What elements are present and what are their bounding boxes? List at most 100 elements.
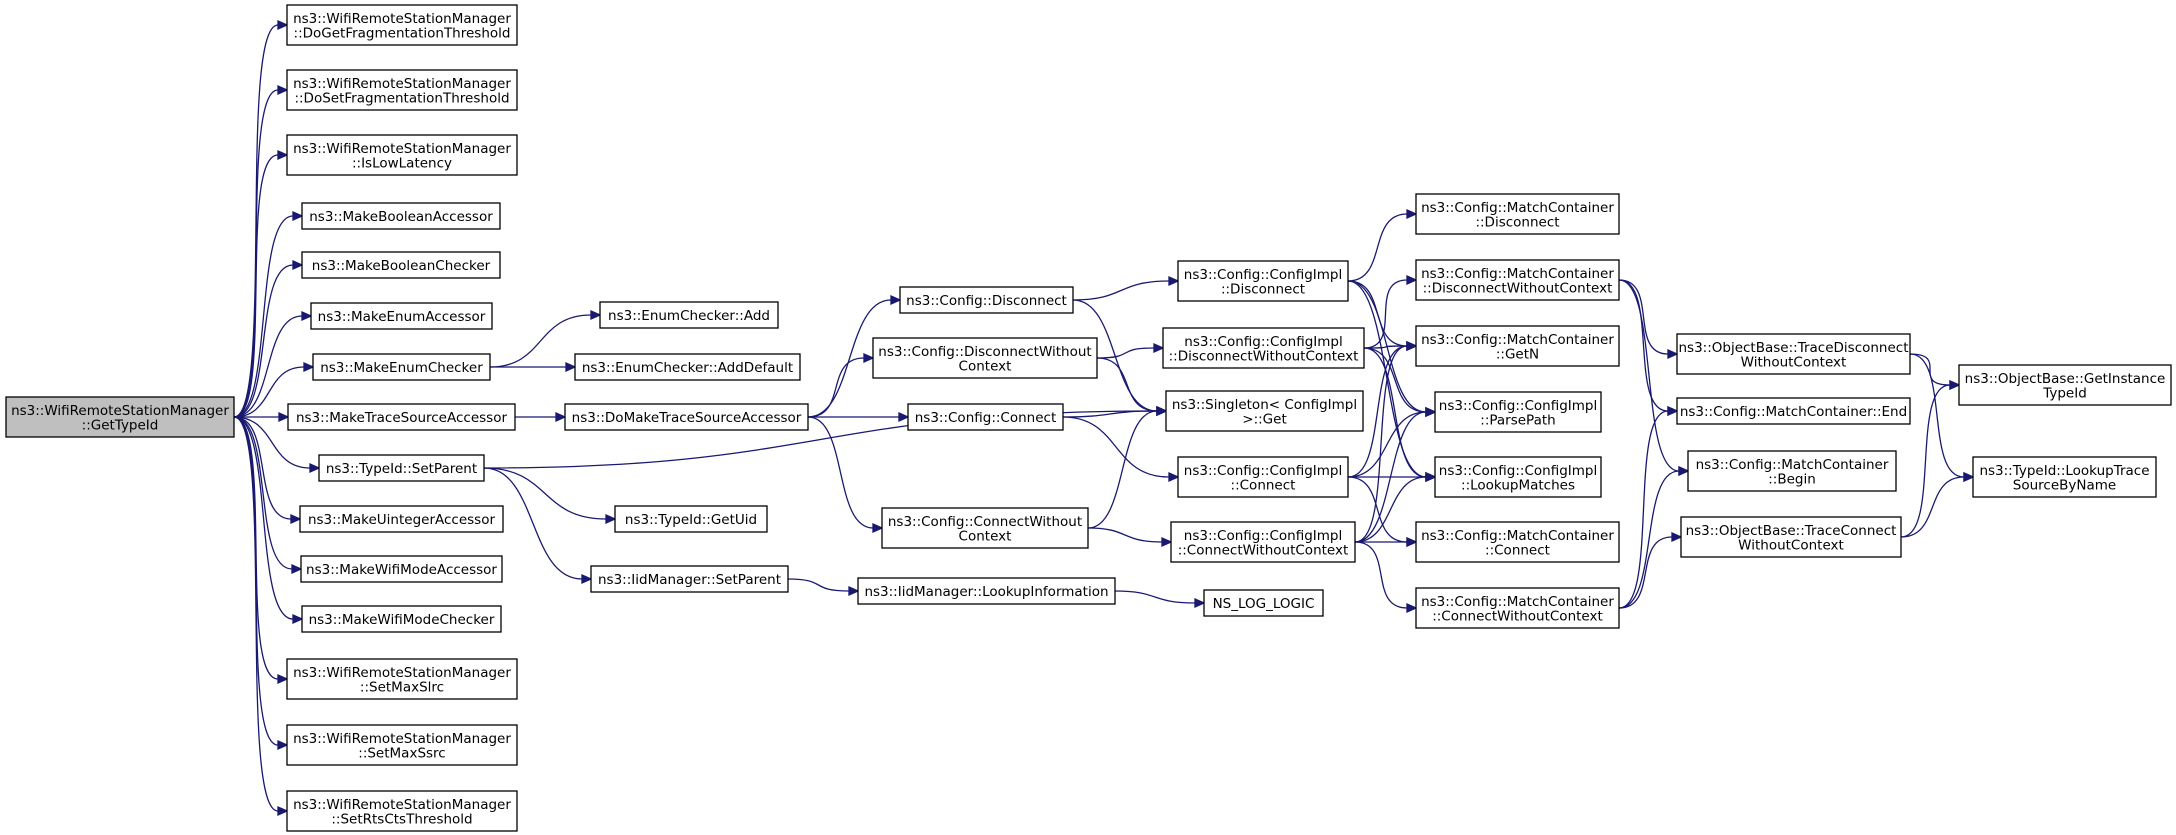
edge-gettypeid-to-makeenumchk [233, 361, 315, 418]
node-cfgdisconnect[interactable]: ns3::Config::Disconnect [899, 286, 1074, 314]
node-maketrace[interactable]: ns3::MakeTraceSourceAccessor [287, 403, 516, 431]
node-box [1687, 450, 1897, 492]
node-dogetfrag[interactable]: ns3::WifiRemoteStationManager::DoGetFrag… [286, 4, 518, 46]
node-box [1415, 521, 1620, 563]
node-box [614, 505, 768, 533]
node-obtraceconn[interactable]: ns3::ObjectBase::TraceConnectWithoutCont… [1680, 516, 1902, 558]
node-mcconnwo[interactable]: ns3::Config::MatchContainer::ConnectWith… [1415, 587, 1620, 629]
node-box [857, 577, 1116, 605]
node-mcgetn[interactable]: ns3::Config::MatchContainer::GetN [1415, 325, 1620, 367]
node-box [300, 555, 503, 583]
node-obtracedisc[interactable]: ns3::ObjectBase::TraceDisconnectWithoutC… [1676, 333, 1911, 375]
node-box [1415, 325, 1620, 367]
node-setmaxssrc[interactable]: ns3::WifiRemoteStationManager::SetMaxSsr… [286, 724, 518, 766]
node-dosetfrag[interactable]: ns3::WifiRemoteStationManager::DoSetFrag… [286, 69, 518, 111]
node-label-line: ::ParsePath [1480, 412, 1555, 428]
node-box [1434, 391, 1602, 433]
edge-mcdiscwo-to-mcend [1618, 279, 1679, 417]
node-label-line: ns3::MakeWifiModeChecker [309, 612, 495, 628]
node-mcdiscwo[interactable]: ns3::Config::MatchContainer::DisconnectW… [1415, 259, 1620, 301]
node-label-line: ns3::Config::MatchContainer [1421, 332, 1614, 348]
node-box [1170, 521, 1356, 563]
node-mcdisc[interactable]: ns3::Config::MatchContainer::Disconnect [1415, 193, 1620, 235]
node-makeuint[interactable]: ns3::MakeUintegerAccessor [299, 505, 504, 533]
node-label-line: ns3::Config::Disconnect [906, 293, 1067, 309]
node-box [5, 396, 235, 438]
node-mcend[interactable]: ns3::Config::MatchContainer::End [1676, 397, 1911, 425]
node-cimpldiscwo[interactable]: ns3::Config::ConfigImpl::DisconnectWitho… [1162, 327, 1365, 369]
node-box [318, 454, 485, 482]
edge-cimplconnwo-to-cimpllookup [1354, 471, 1437, 543]
node-label-line: WithoutContext [1738, 537, 1844, 553]
node-label-line: ns3::MakeTraceSourceAccessor [296, 410, 507, 426]
node-cimplparse[interactable]: ns3::Config::ConfigImpl::ParsePath [1434, 391, 1602, 433]
node-label-line: ns3::Config::MatchContainer [1421, 266, 1614, 282]
node-makeenumchk[interactable]: ns3::MakeEnumChecker [312, 353, 491, 381]
node-setparent[interactable]: ns3::TypeId::SetParent [318, 454, 485, 482]
node-box [590, 565, 789, 593]
node-label-line: ns3::MakeWifiModeAccessor [306, 562, 497, 578]
edge-domaketrace-to-cfgconnwo [807, 416, 884, 534]
edge-gettypeid-to-dosetfrag [233, 84, 289, 418]
node-label-line: ::IsLowLatency [352, 155, 452, 171]
node-makeboolacc[interactable]: ns3::MakeBooleanAccessor [301, 202, 501, 230]
node-cfgdiscwo[interactable]: ns3::Config::DisconnectWithoutContext [872, 337, 1098, 379]
edge-mcdiscwo-to-obtracedisc [1618, 279, 1679, 360]
node-enumadddef[interactable]: ns3::EnumChecker::AddDefault [574, 353, 801, 381]
node-cfgconnect[interactable]: ns3::Config::Connect [907, 403, 1064, 431]
node-setmaxslrc[interactable]: ns3::WifiRemoteStationManager::SetMaxSlr… [286, 658, 518, 700]
edge-gettypeid-to-setparent [233, 416, 321, 474]
node-enumadd[interactable]: ns3::EnumChecker::Add [599, 301, 779, 329]
node-mcconn[interactable]: ns3::Config::MatchContainer::Connect [1415, 521, 1620, 563]
node-nslog[interactable]: NS_LOG_LOGIC [1203, 589, 1324, 617]
node-cfgconnwo[interactable]: ns3::Config::ConnectWithoutContext [881, 507, 1089, 549]
node-iidsetparent[interactable]: ns3::IidManager::SetParent [590, 565, 789, 593]
node-iidlookup[interactable]: ns3::IidManager::LookupInformation [857, 577, 1116, 605]
node-label-line: ns3::Config::MatchContainer [1696, 457, 1889, 473]
edge-mcdiscwo-to-mcbegin [1618, 279, 1690, 477]
edge-gettypeid-to-setmaxssrc [233, 416, 289, 751]
node-cimplconnwo[interactable]: ns3::Config::ConfigImpl::ConnectWithoutC… [1170, 521, 1356, 563]
node-label-line: TypeId [2042, 385, 2087, 401]
node-getuid[interactable]: ns3::TypeId::GetUid [614, 505, 768, 533]
node-cimpllookup[interactable]: ns3::Config::ConfigImpl::LookupMatches [1434, 456, 1602, 498]
node-label-line: SourceByName [2013, 477, 2116, 493]
node-label-line: ns3::MakeEnumChecker [320, 360, 483, 376]
node-gettypeid[interactable]: ns3::WifiRemoteStationManager::GetTypeId [5, 396, 235, 438]
node-label-line: WithoutContext [1741, 354, 1847, 370]
node-setrts[interactable]: ns3::WifiRemoteStationManager::SetRtsCts… [286, 790, 518, 832]
node-mcbegin[interactable]: ns3::Config::MatchContainer::Begin [1687, 450, 1897, 492]
node-makeenumacc[interactable]: ns3::MakeEnumAccessor [310, 302, 493, 330]
node-label-line: ns3::ObjectBase::TraceDisconnect [1678, 340, 1908, 356]
edge-cimplconn-to-mcconn [1347, 476, 1418, 548]
node-label-line: ns3::Config::ConfigImpl [1184, 267, 1342, 283]
node-makeboolchk[interactable]: ns3::MakeBooleanChecker [301, 251, 501, 279]
node-makewifiacc[interactable]: ns3::MakeWifiModeAccessor [300, 555, 503, 583]
node-box [301, 251, 501, 279]
node-label-line: Context [959, 358, 1012, 374]
edge-obtraceconn-to-lookuptrace [1900, 471, 1975, 538]
node-label-line: ::DoGetFragmentationThreshold [294, 25, 511, 41]
node-cimpldisc[interactable]: ns3::Config::ConfigImpl::Disconnect [1177, 260, 1349, 302]
node-box [881, 507, 1089, 549]
node-label-line: ns3::MakeEnumAccessor [318, 309, 486, 325]
node-cimplconn[interactable]: ns3::Config::ConfigImpl::Connect [1177, 456, 1349, 498]
node-domaketrace[interactable]: ns3::DoMakeTraceSourceAccessor [564, 403, 809, 431]
node-label-line: ::SetMaxSlrc [360, 679, 444, 695]
node-box [1680, 516, 1902, 558]
edge-mcconnwo-to-mcbegin [1618, 465, 1690, 609]
node-singleton[interactable]: ns3::Singleton< ConfigImpl>::Get [1165, 390, 1364, 432]
node-label-line: ns3::WifiRemoteStationManager [293, 141, 511, 157]
node-label-line: ns3::WifiRemoteStationManager [293, 797, 511, 813]
node-box [286, 69, 518, 111]
node-makewifichk[interactable]: ns3::MakeWifiModeChecker [301, 605, 502, 633]
node-islowlatency[interactable]: ns3::WifiRemoteStationManager::IsLowLate… [286, 134, 518, 176]
node-box [1676, 333, 1911, 375]
edge-cfgconnect-to-cimplconn [1062, 416, 1180, 483]
edge-mcconnwo-to-obtraceconn [1618, 531, 1683, 609]
edge-gettypeid-to-makeboolacc [233, 210, 304, 418]
node-box [286, 658, 518, 700]
